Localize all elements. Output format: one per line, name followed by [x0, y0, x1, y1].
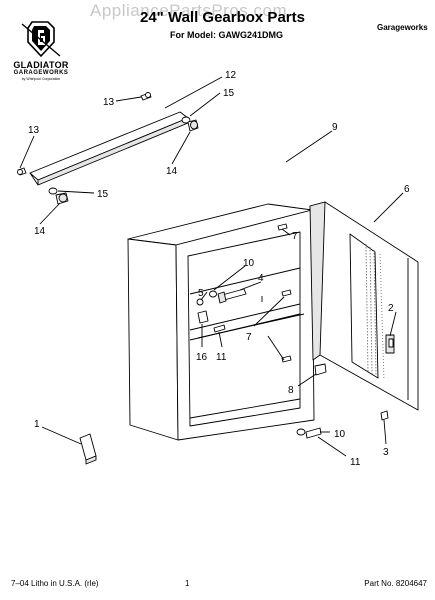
callout-15-top: 15 — [223, 88, 235, 99]
model-label: For Model: GAWG241DMG — [170, 30, 284, 40]
door-stop — [314, 363, 327, 376]
bottom-screw — [305, 427, 322, 439]
footer-page-number: 1 — [185, 579, 190, 588]
callout-13-top: 13 — [103, 97, 115, 108]
brand-name: GLADIATOR — [13, 60, 69, 70]
callout-8: 8 — [288, 385, 294, 396]
door-bottom-screw — [380, 410, 389, 421]
callout-10-shelf: 10 — [243, 258, 255, 269]
watermark: AppliancePartsPros.com — [90, 1, 288, 20]
door-latch — [385, 334, 395, 354]
gladiator-logo: GLADIATOR GARAGEWORKS by Whirlpool Corpo… — [10, 18, 72, 100]
callout-10-bottom: 10 — [334, 429, 346, 440]
hinge-screw-low — [281, 355, 292, 363]
callout-13-left: 13 — [28, 125, 40, 136]
accessory-bracket — [79, 433, 97, 465]
callout-7-mid: 7 — [246, 332, 252, 343]
screw-13-top — [140, 92, 152, 101]
callout-11-bottom: 11 — [350, 457, 361, 468]
leader-lines — [19, 76, 404, 457]
brand-tiny: by Whirlpool Corporation — [21, 77, 61, 81]
screw-13-left — [17, 167, 27, 176]
footer-part-number: Part No. 8204647 — [364, 579, 427, 588]
hinge-screw-mid — [281, 289, 292, 297]
callout-6: 6 — [404, 184, 410, 195]
hinge-screw-top — [277, 223, 288, 231]
callout-14-top: 14 — [166, 166, 178, 177]
shelf-bolt — [217, 288, 247, 304]
callout-1: 1 — [34, 419, 40, 430]
category-label: Garageworks — [377, 23, 428, 32]
callout-3: 3 — [383, 447, 389, 458]
gladiator-emblem-icon — [21, 21, 61, 58]
shelf-clip — [197, 310, 209, 324]
callout-7-top: 7 — [292, 231, 298, 242]
cabinet-door — [309, 201, 419, 411]
shelf-washer — [209, 290, 217, 298]
callout-12: 12 — [225, 70, 237, 81]
page-title: 24" Wall Gearbox Parts — [140, 9, 305, 26]
spacer-14-left — [55, 192, 69, 205]
bottom-washer — [296, 428, 306, 436]
spacer-14-top — [187, 119, 199, 132]
brand-sub: GARAGEWORKS — [13, 70, 69, 76]
callout-9: 9 — [332, 122, 338, 133]
callout-4: 4 — [258, 273, 264, 284]
callout-11-shelf: 11 — [216, 352, 227, 363]
shelf-screw — [213, 324, 226, 333]
callout-labels: 13 12 15 14 13 15 14 9 6 7 10 4 5 16 11 … — [28, 70, 410, 468]
cabinet-body — [127, 203, 315, 441]
callout-14-left: 14 — [34, 226, 46, 237]
washer-15-left — [48, 187, 58, 195]
callout-2: 2 — [388, 303, 394, 314]
wall-rail — [29, 111, 189, 186]
footer-litho: 7–04 Litho in U.S.A. (rle) — [11, 579, 99, 588]
washer-15-top — [181, 116, 191, 124]
callout-15-left: 15 — [97, 189, 109, 200]
callout-16: 16 — [196, 352, 208, 363]
shelf-nut — [196, 298, 204, 306]
callout-5: 5 — [198, 288, 204, 299]
